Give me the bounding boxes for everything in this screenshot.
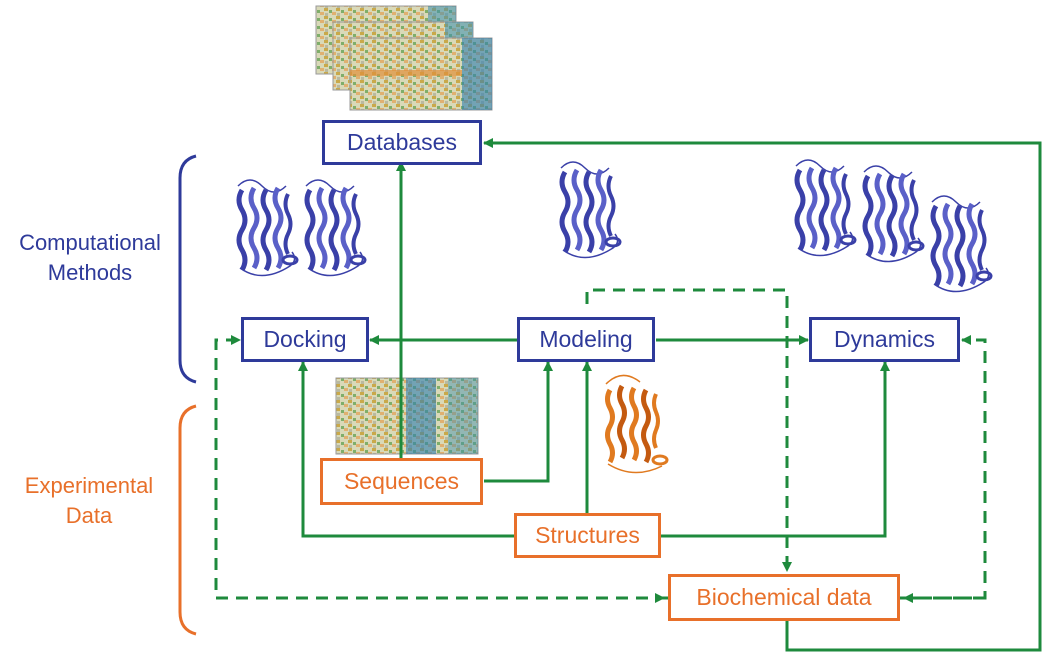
node-docking-label: Docking [263, 326, 347, 352]
experimental-label-line1: Experimental [24, 473, 154, 498]
protein-structure-icon-docking-1 [238, 180, 297, 276]
node-structures: Structures [514, 513, 661, 558]
alignment-thumbnail-middle [335, 377, 479, 455]
node-biochemical-data: Biochemical data [668, 574, 900, 621]
node-modeling-label: Modeling [539, 326, 633, 352]
node-databases: Databases [322, 120, 482, 165]
experimental-label-line2: Data [65, 503, 113, 528]
node-dynamics: Dynamics [809, 317, 960, 362]
arrow-structures-to-docking [298, 361, 515, 538]
node-docking: Docking [241, 317, 369, 362]
protein-structure-icon-dynamics-1 [796, 160, 855, 256]
protein-structure-icon-modeling [561, 162, 620, 258]
computational-methods-label: Computational Methods [0, 228, 180, 288]
node-dynamics-label: Dynamics [834, 326, 935, 352]
experimental-bracket [178, 404, 197, 636]
node-sequences-label: Sequences [343, 468, 460, 494]
protein-structure-icon-dynamics-3 [932, 196, 991, 292]
dashed-arrow-biochemical-to-dynamics [900, 335, 987, 600]
alignment-thumbnail-top [315, 5, 493, 111]
protein-structure-icon-docking-2 [306, 180, 365, 276]
node-biochemical-data-label: Biochemical data [696, 584, 872, 610]
node-sequences: Sequences [320, 458, 483, 505]
arrow-sequences-to-modeling [484, 361, 553, 483]
node-databases-label: Databases [347, 129, 457, 155]
computational-label-line2: Methods [47, 260, 133, 285]
experimental-data-label: Experimental Data [0, 471, 178, 531]
dashed-arrow-modeling-to-biochemical [585, 288, 792, 572]
node-structures-label: Structures [535, 522, 640, 548]
computational-label-line1: Computational [19, 230, 161, 255]
protein-structure-icon-dynamics-2 [864, 166, 923, 262]
computational-bracket [178, 154, 197, 384]
arrow-biochemical-to-databases [483, 138, 1042, 652]
arrow-structures-to-dynamics [660, 361, 890, 538]
protein-structure-icon-orange [605, 374, 669, 474]
node-modeling: Modeling [517, 317, 655, 362]
